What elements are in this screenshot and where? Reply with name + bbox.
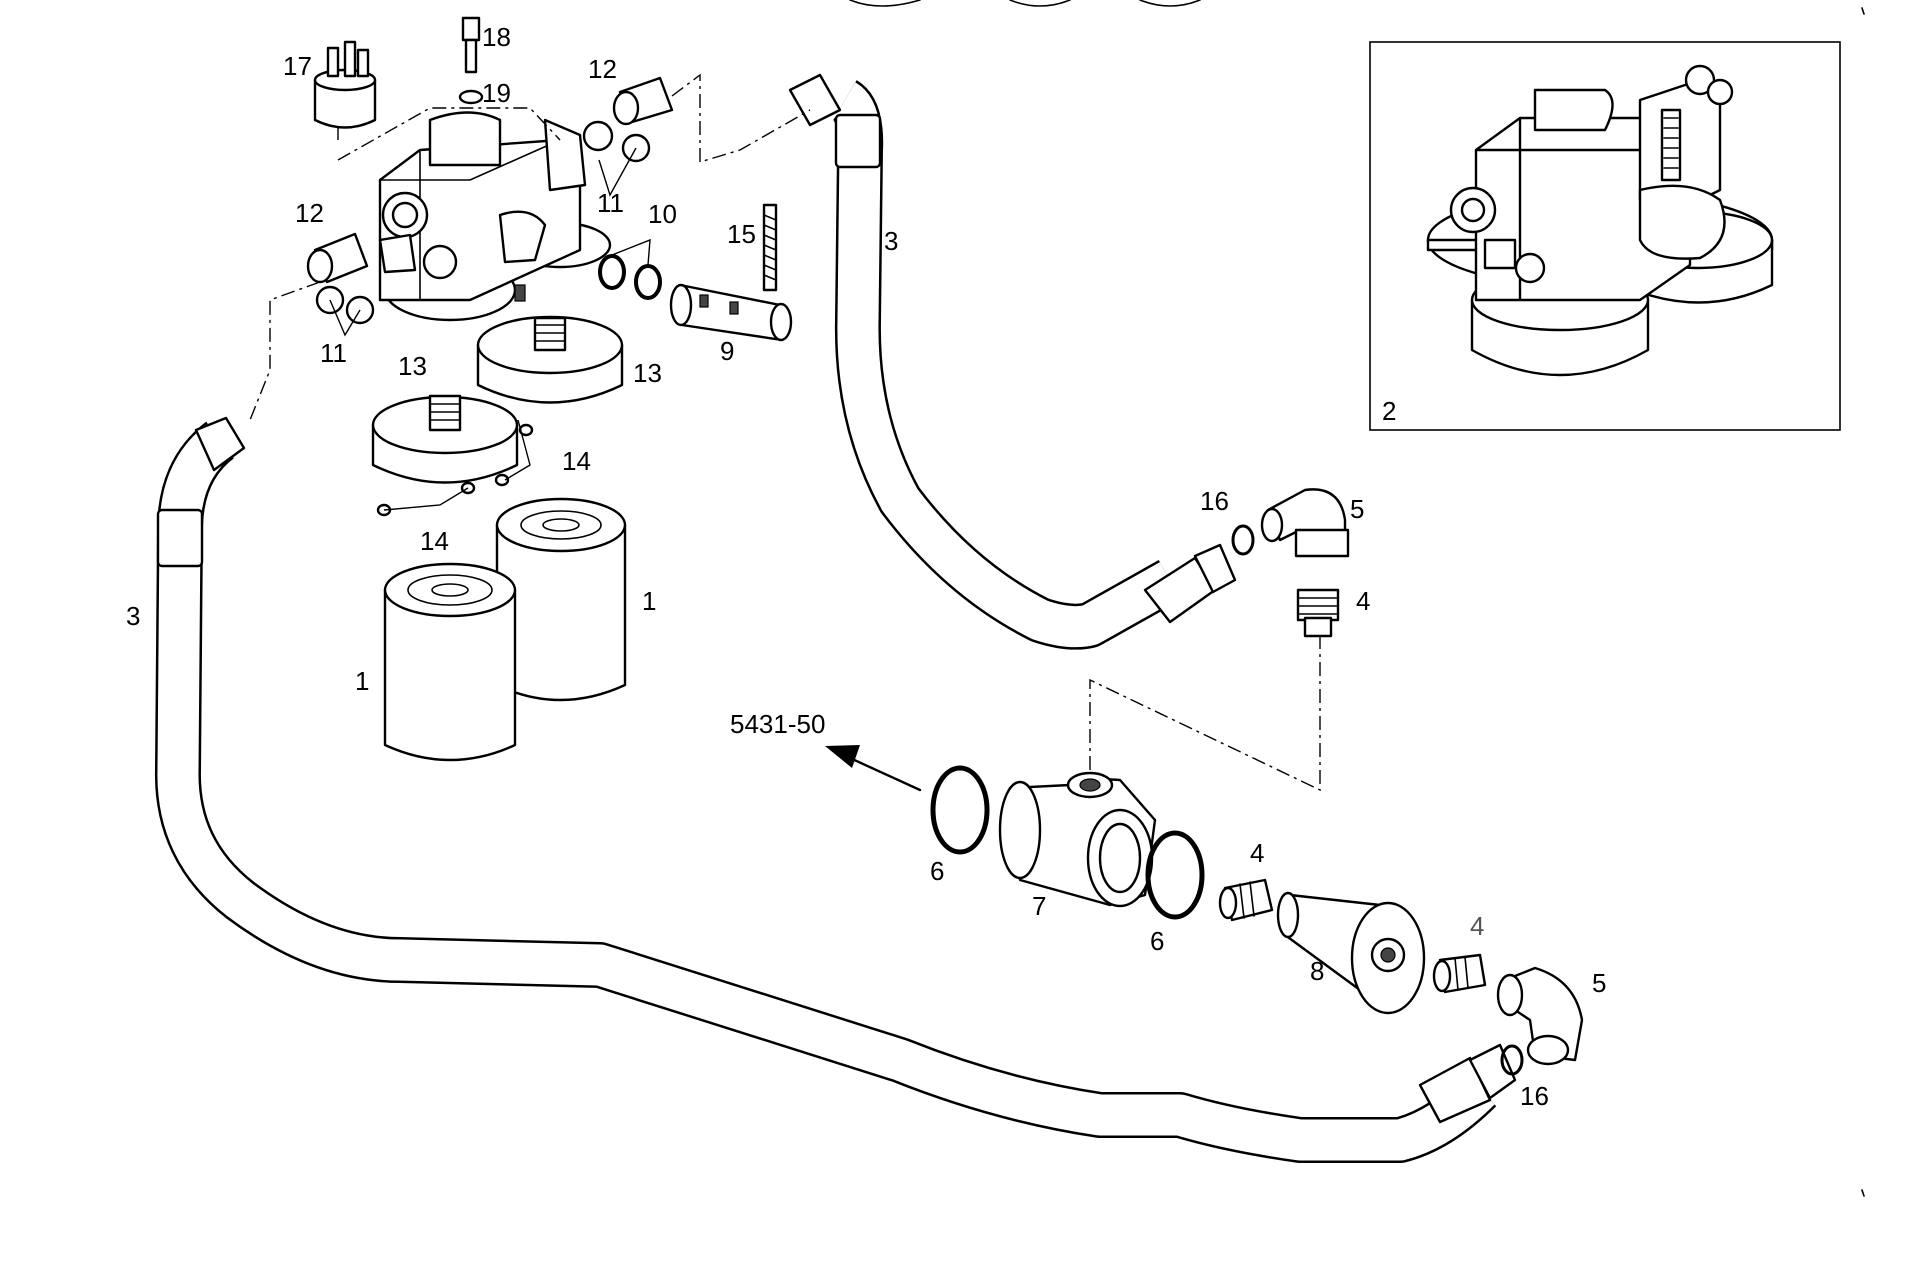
plugs-top — [582, 120, 651, 163]
adapter-plate-left — [371, 394, 519, 484]
filter-head-assembled-illustration — [1426, 64, 1774, 377]
elbow-bottom — [1496, 966, 1584, 1066]
nipple-left — [306, 232, 369, 284]
callout-nipple-top: 12 — [588, 54, 617, 84]
filter-left — [383, 562, 517, 762]
callout-screws-right: 14 — [562, 446, 591, 476]
valve-cylinder — [669, 283, 793, 342]
oring-bottom — [1500, 1044, 1524, 1076]
ring-left — [930, 765, 990, 855]
dash-nipple-left — [249, 281, 321, 421]
callout-screws-left: 14 — [420, 526, 449, 556]
callout-oring-bottom: 16 — [1520, 1081, 1549, 1111]
callout-washer: 19 — [482, 78, 511, 108]
reference-arrow — [825, 745, 922, 792]
callout-valve-cylinder: 9 — [720, 336, 734, 366]
bleed-screw — [461, 16, 481, 74]
callout-pressure-sensor: 17 — [283, 51, 312, 81]
adapter-top — [1296, 588, 1340, 638]
callout-adapter-right: 4 — [1470, 911, 1484, 941]
callout-adapter-plate-left: 13 — [398, 351, 427, 381]
dash-nipple-top — [671, 73, 811, 163]
callout-adapter-plate-right: 13 — [633, 358, 662, 388]
dash-tee — [1089, 636, 1321, 792]
top-edge-artifact — [849, 0, 1201, 7]
callout-plugs-top: 11 — [597, 188, 624, 218]
callout-hose-left: 3 — [126, 601, 140, 631]
pressure-sensor — [313, 40, 377, 140]
hose-top — [788, 73, 1237, 650]
callout-tee-housing: 7 — [1032, 891, 1046, 921]
oring-top — [1231, 524, 1255, 556]
adapter-mid — [1218, 878, 1274, 922]
adapter-right — [1432, 953, 1487, 994]
callout-plugs-left: 11 — [320, 338, 347, 368]
inset-frame — [1369, 41, 1841, 431]
callout-adapter-top: 4 — [1356, 586, 1370, 616]
plugs-left — [315, 285, 375, 325]
sender-unit — [1276, 891, 1426, 1015]
callout-hose-top: 3 — [884, 226, 898, 256]
corner-marks — [1861, 7, 1865, 1197]
screws — [376, 423, 534, 517]
callout-filter-left: 1 — [355, 666, 369, 696]
ring-right — [1145, 830, 1205, 920]
callout-sender-unit: 8 — [1310, 956, 1324, 986]
callout-adapter-mid: 4 — [1250, 838, 1264, 868]
hose-left — [154, 416, 1517, 1163]
callout-bleed-screw: 18 — [482, 22, 511, 52]
callout-elbow-bottom: 5 — [1592, 968, 1606, 998]
callout-ring-right: 6 — [1150, 926, 1164, 956]
nipple-top — [612, 76, 674, 126]
filter-right — [495, 497, 627, 702]
adapter-plate-right — [476, 315, 624, 404]
callout-filter-right: 1 — [642, 586, 656, 616]
reference-arrow-label: 5431-50 — [730, 709, 825, 739]
spring — [762, 203, 778, 292]
seal-rings — [598, 254, 662, 300]
filter-head — [378, 111, 612, 322]
dash-sensor — [337, 107, 561, 161]
callout-spring: 15 — [727, 219, 756, 249]
callout-oring-top: 16 — [1200, 486, 1229, 516]
tee-housing — [998, 771, 1157, 908]
elbow-top — [1260, 488, 1350, 558]
washer — [458, 89, 484, 105]
callout-elbow-top: 5 — [1350, 494, 1364, 524]
inset-label: 2 — [1382, 396, 1396, 426]
leader-lines — [329, 147, 651, 511]
callout-nipple-left: 12 — [295, 198, 324, 228]
callout-seal-rings: 10 — [648, 199, 677, 229]
callout-ring-left: 6 — [930, 856, 944, 886]
